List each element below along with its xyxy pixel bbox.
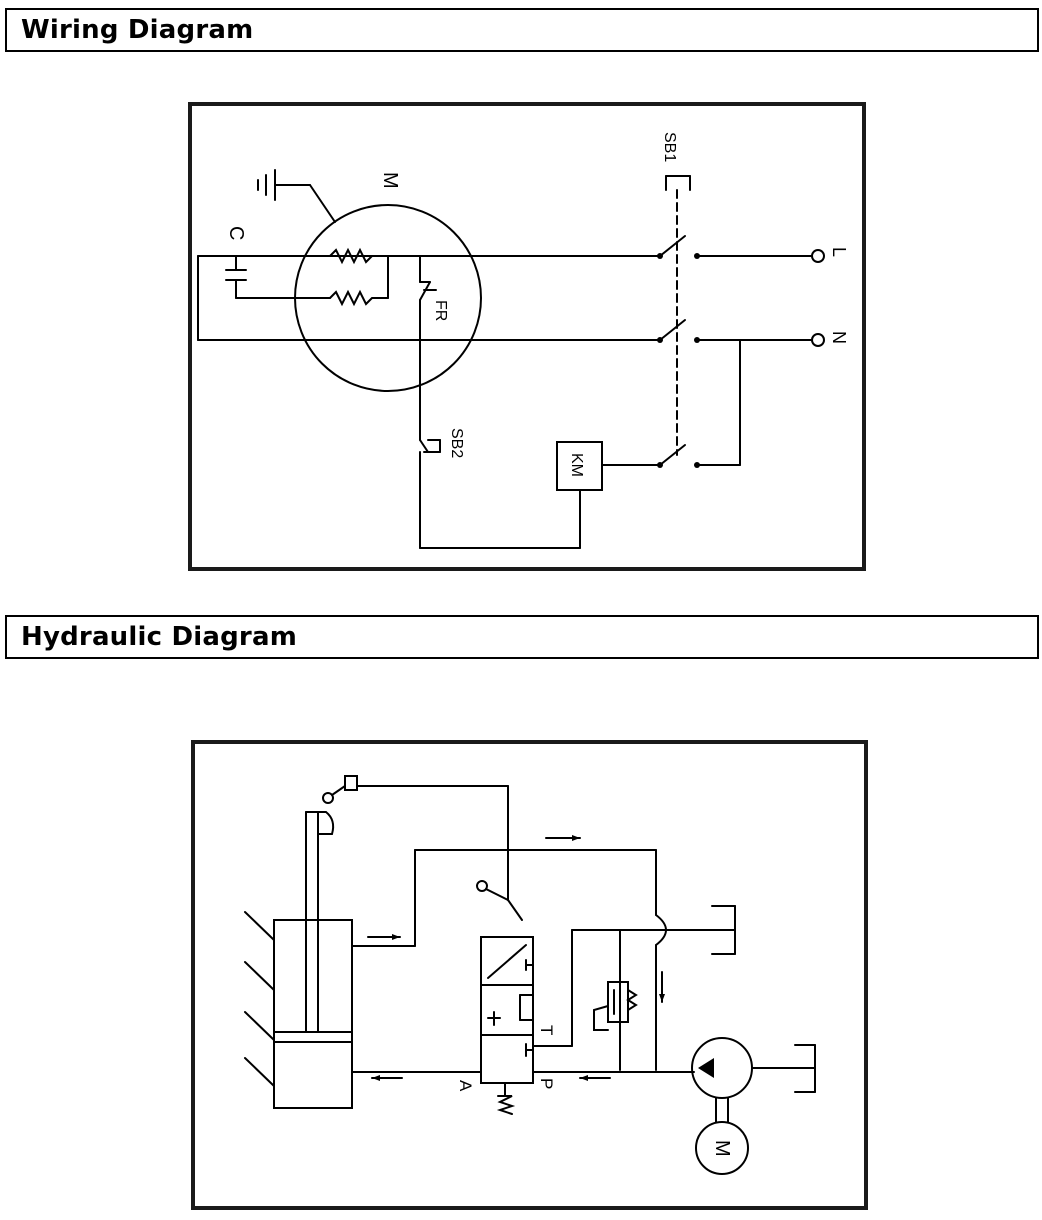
capacitor-icon	[225, 255, 331, 299]
hydraulic-diagram-frame	[191, 740, 868, 1210]
hydraulic-diagram-header: Hydraulic Diagram	[5, 615, 1039, 659]
port-t-label: T	[537, 1025, 556, 1035]
cylinder-body	[273, 919, 353, 1109]
relief-valve	[607, 981, 629, 1023]
wiring-diagram-title: Wiring Diagram	[21, 15, 254, 45]
switch-sb1-label: SB1	[661, 132, 678, 162]
pump-direction-icon	[698, 1058, 714, 1078]
thermal-relay-label: FR	[432, 300, 449, 321]
ground-icon	[257, 169, 336, 223]
hydraulic-diagram-title: Hydraulic Diagram	[21, 622, 297, 652]
port-a-label: A	[456, 1080, 475, 1092]
switch-sb2-label: SB2	[448, 428, 465, 458]
directional-valve	[480, 936, 534, 1084]
port-p-label: P	[537, 1078, 556, 1089]
capacitor-label: C	[225, 226, 247, 240]
motor-label: M	[379, 172, 401, 189]
electric-motor	[695, 1121, 749, 1175]
terminal-l	[811, 249, 825, 263]
neutral-terminal-label: N	[829, 331, 849, 344]
terminal-n	[811, 333, 825, 347]
motor-winding-bottom	[329, 289, 389, 307]
wiring-diagram-frame	[188, 102, 866, 571]
motor-winding-top	[329, 247, 389, 265]
wiring-diagram-header: Wiring Diagram	[5, 8, 1039, 52]
line-terminal-label: L	[829, 247, 849, 257]
motor-m-label: M	[711, 1140, 733, 1157]
contactor-label: KM	[568, 453, 585, 477]
